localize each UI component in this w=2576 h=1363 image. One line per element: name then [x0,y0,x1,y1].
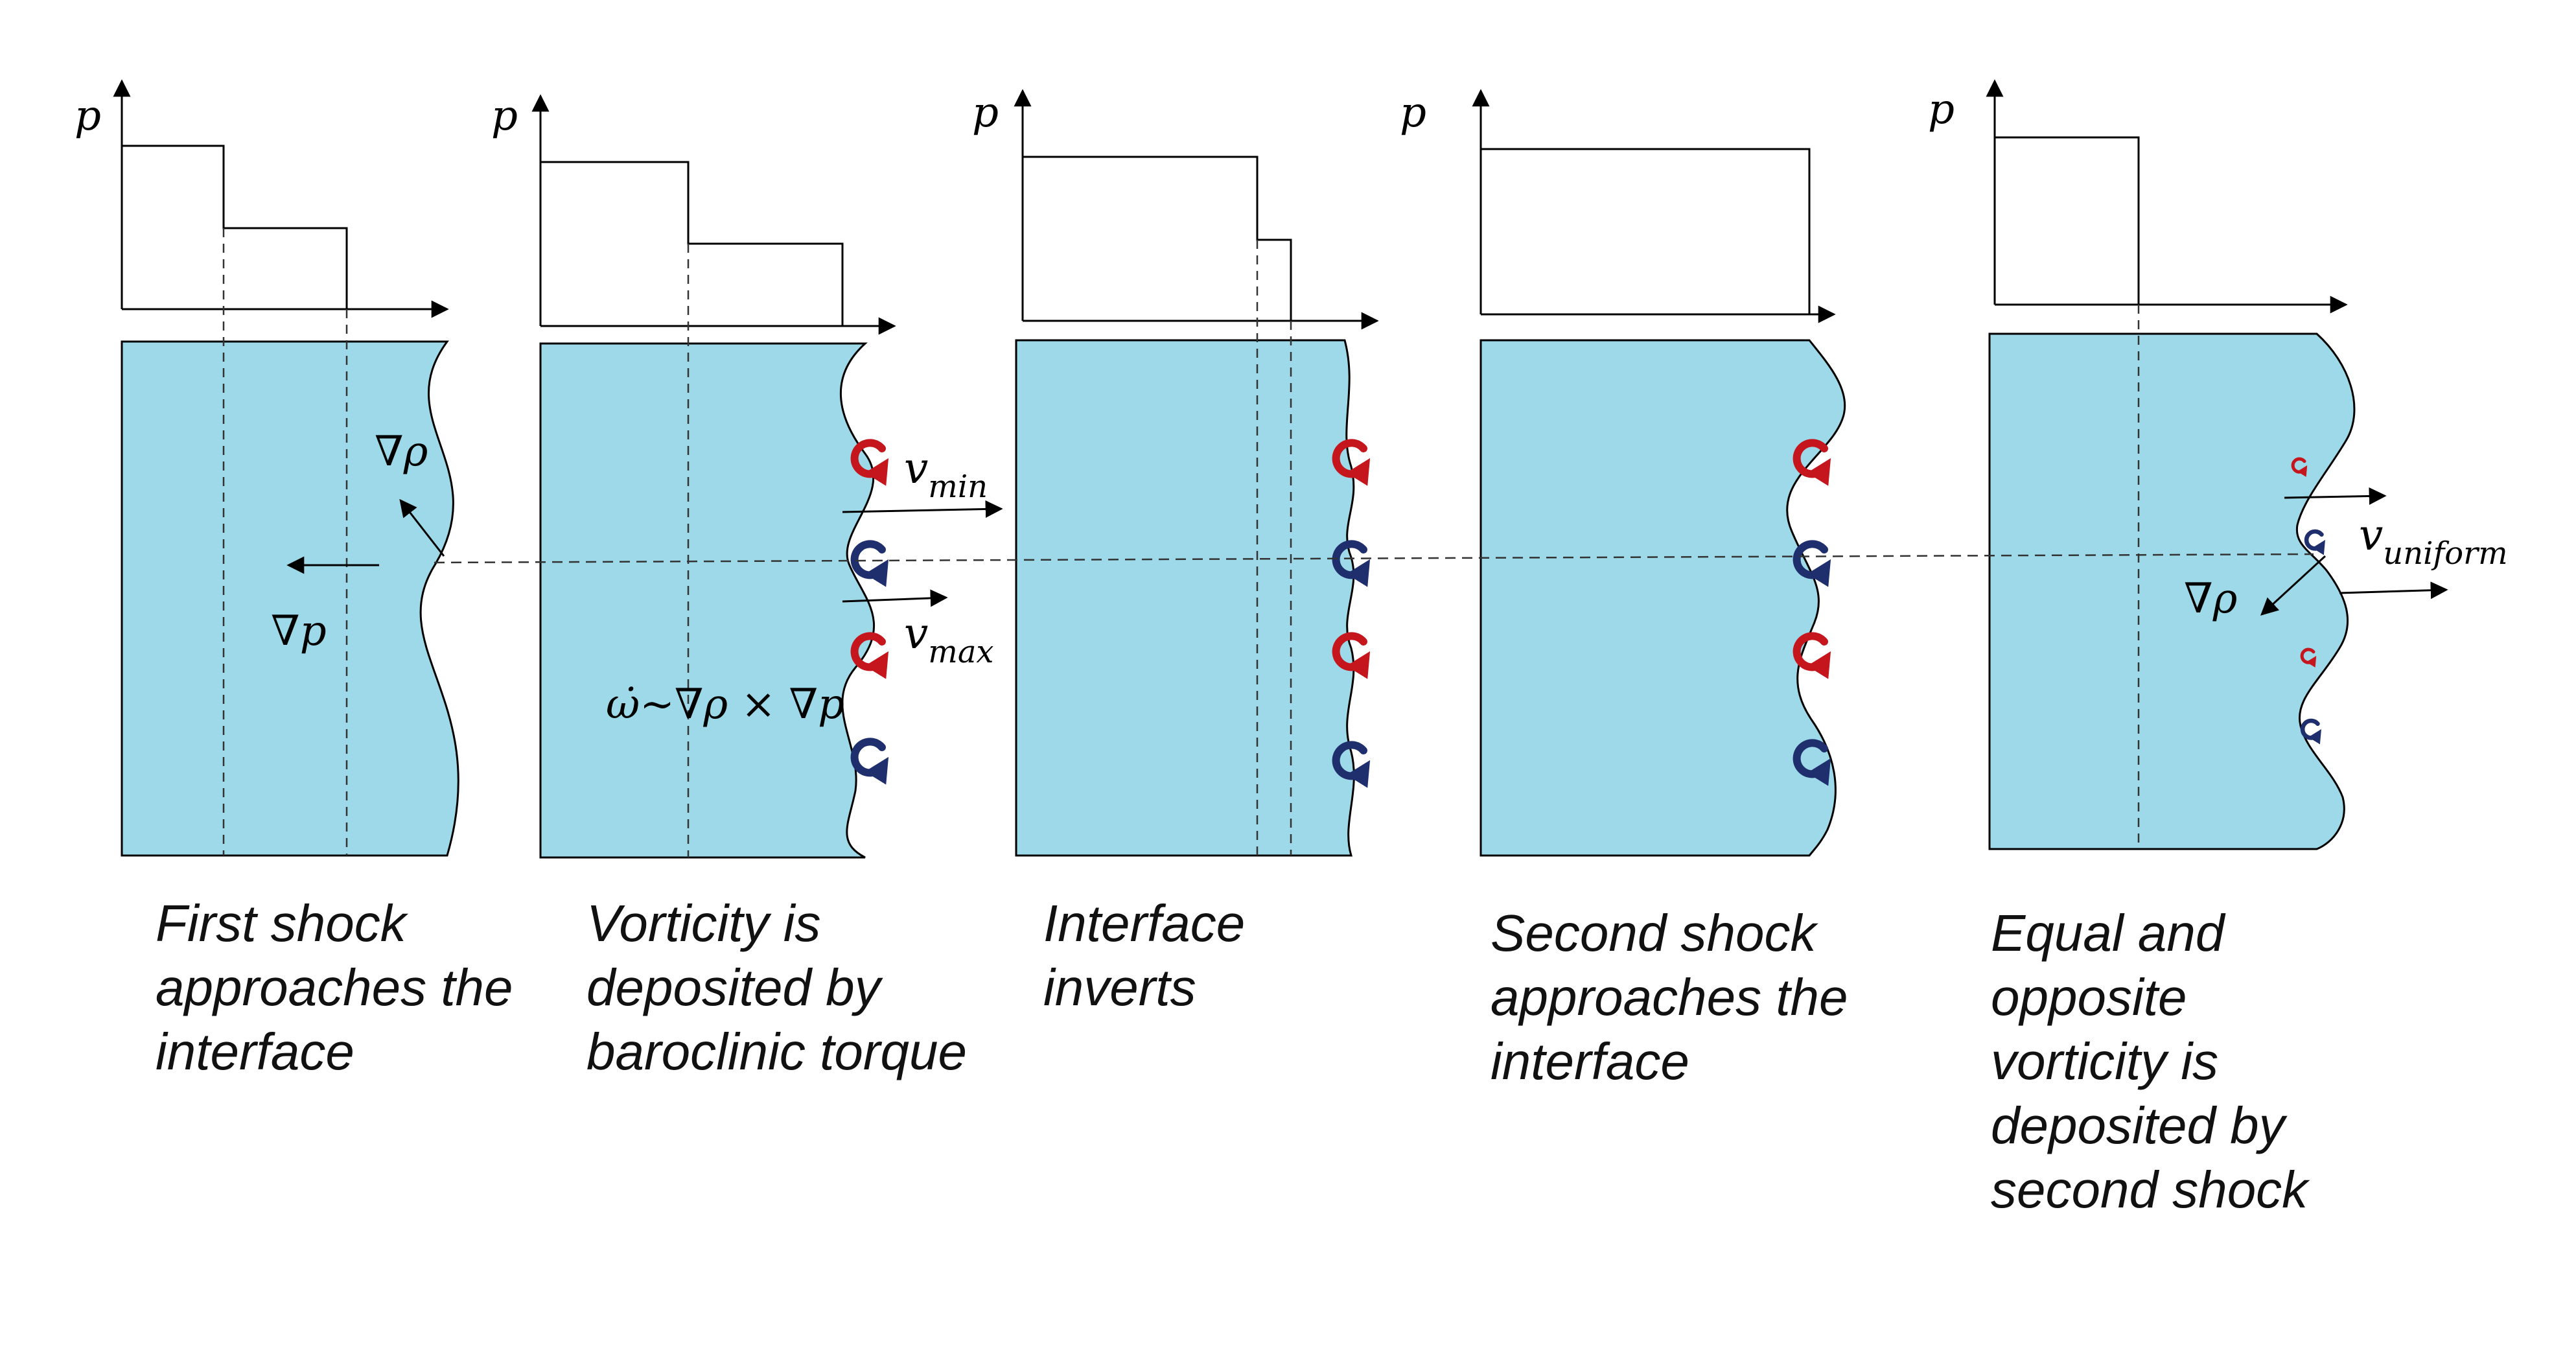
grad-rho-arrow-1 [399,498,445,557]
grad-rho-label-1: ∇ρ [375,428,428,476]
panel-1: p ∇ρ ∇p [75,79,459,857]
p-axis-label-5: p [1928,86,1955,134]
v-min-subscript: min [928,469,988,505]
v-uniform-label: vuniform [2359,510,2508,572]
vortex-blue-2b [850,738,889,785]
v-min-arrow [842,500,1003,518]
vortex-red-5b [2300,647,2317,668]
vortex-blue-2a [850,540,889,587]
v-max-label: vmax [904,609,994,670]
caption-panel-1: First shock approaches the interface [156,894,513,1080]
pressure-plot-2: p [491,92,896,335]
fluid-region-4 [1479,339,1846,857]
vortex-red-2a [850,439,889,486]
vortex-blue-5a [2304,529,2326,555]
v-min-label: vmin [904,443,988,505]
v-uniform-symbol: v [2359,510,2383,560]
interface-midline [434,553,2314,564]
pressure-plot-4: p [1400,89,1836,323]
v-max-arrow [842,589,948,607]
p-axis-label-1: p [75,92,101,140]
vortex-red-2b [850,632,889,679]
v-uniform-arrow-a [2284,487,2387,505]
fluid-region-5 [1988,332,2356,850]
caption-panel-3: Interface inverts [1043,894,1246,1016]
vortex-red-4b [1793,632,1831,679]
panel-4: p [1400,89,1846,857]
v-uniform-subscript: uniform [2383,535,2507,572]
vortex-blue-3b [1332,741,1371,788]
fluid-region-2 [539,342,876,859]
p-axis-label-3: p [972,89,999,137]
pressure-profile-2 [540,161,844,326]
grad-p-label-1: ∇p [271,607,327,655]
pressure-profile-3 [1023,156,1292,321]
pressure-profile-4 [1481,148,1811,314]
vortex-blue-4b [1793,739,1831,786]
vortex-blue-4a [1793,540,1831,587]
pressure-profile-5 [1995,136,2140,305]
v-max-subscript: max [928,634,993,670]
p-axis-label-2: p [491,92,518,140]
pressure-plot-3: p [972,89,1379,330]
vortex-blue-3a [1332,540,1371,587]
caption-panel-4: Second shock approaches the interface [1491,904,1848,1090]
v-uniform-arrow-b [2339,581,2448,600]
vortex-red-4a [1793,439,1831,486]
grad-rho-label-5: ∇ρ [2184,575,2238,623]
pressure-profile-1 [122,145,348,309]
caption-panel-5: Equal and opposite vorticity is deposite… [1991,904,2308,1218]
pressure-plot-5: p [1928,79,2348,314]
vortex-red-3b [1332,632,1371,679]
fluid-region-3 [1015,339,1355,857]
grad-rho-arrow-5 [2260,555,2327,616]
vortex-red-3a [1332,439,1371,486]
v-max-symbol: v [904,609,928,658]
v-min-symbol: v [904,443,928,493]
panel-5: p vuniform ∇ρ [1928,79,2508,850]
p-axis-label-4: p [1400,89,1426,137]
panel-2: p vmin vmax ω̇~∇ρ × ∇p [491,92,1003,859]
vortex-red-5a [2291,457,2308,477]
panel-3: p [972,89,1379,857]
vortex-blue-5b [2300,718,2322,745]
caption-panel-2: Vorticity is deposited by baroclinic tor… [586,894,967,1080]
fluid-region-1 [121,340,459,857]
pressure-plot-1: p [75,79,449,318]
vorticity-equation: ω̇~∇ρ × ∇p [606,681,844,728]
